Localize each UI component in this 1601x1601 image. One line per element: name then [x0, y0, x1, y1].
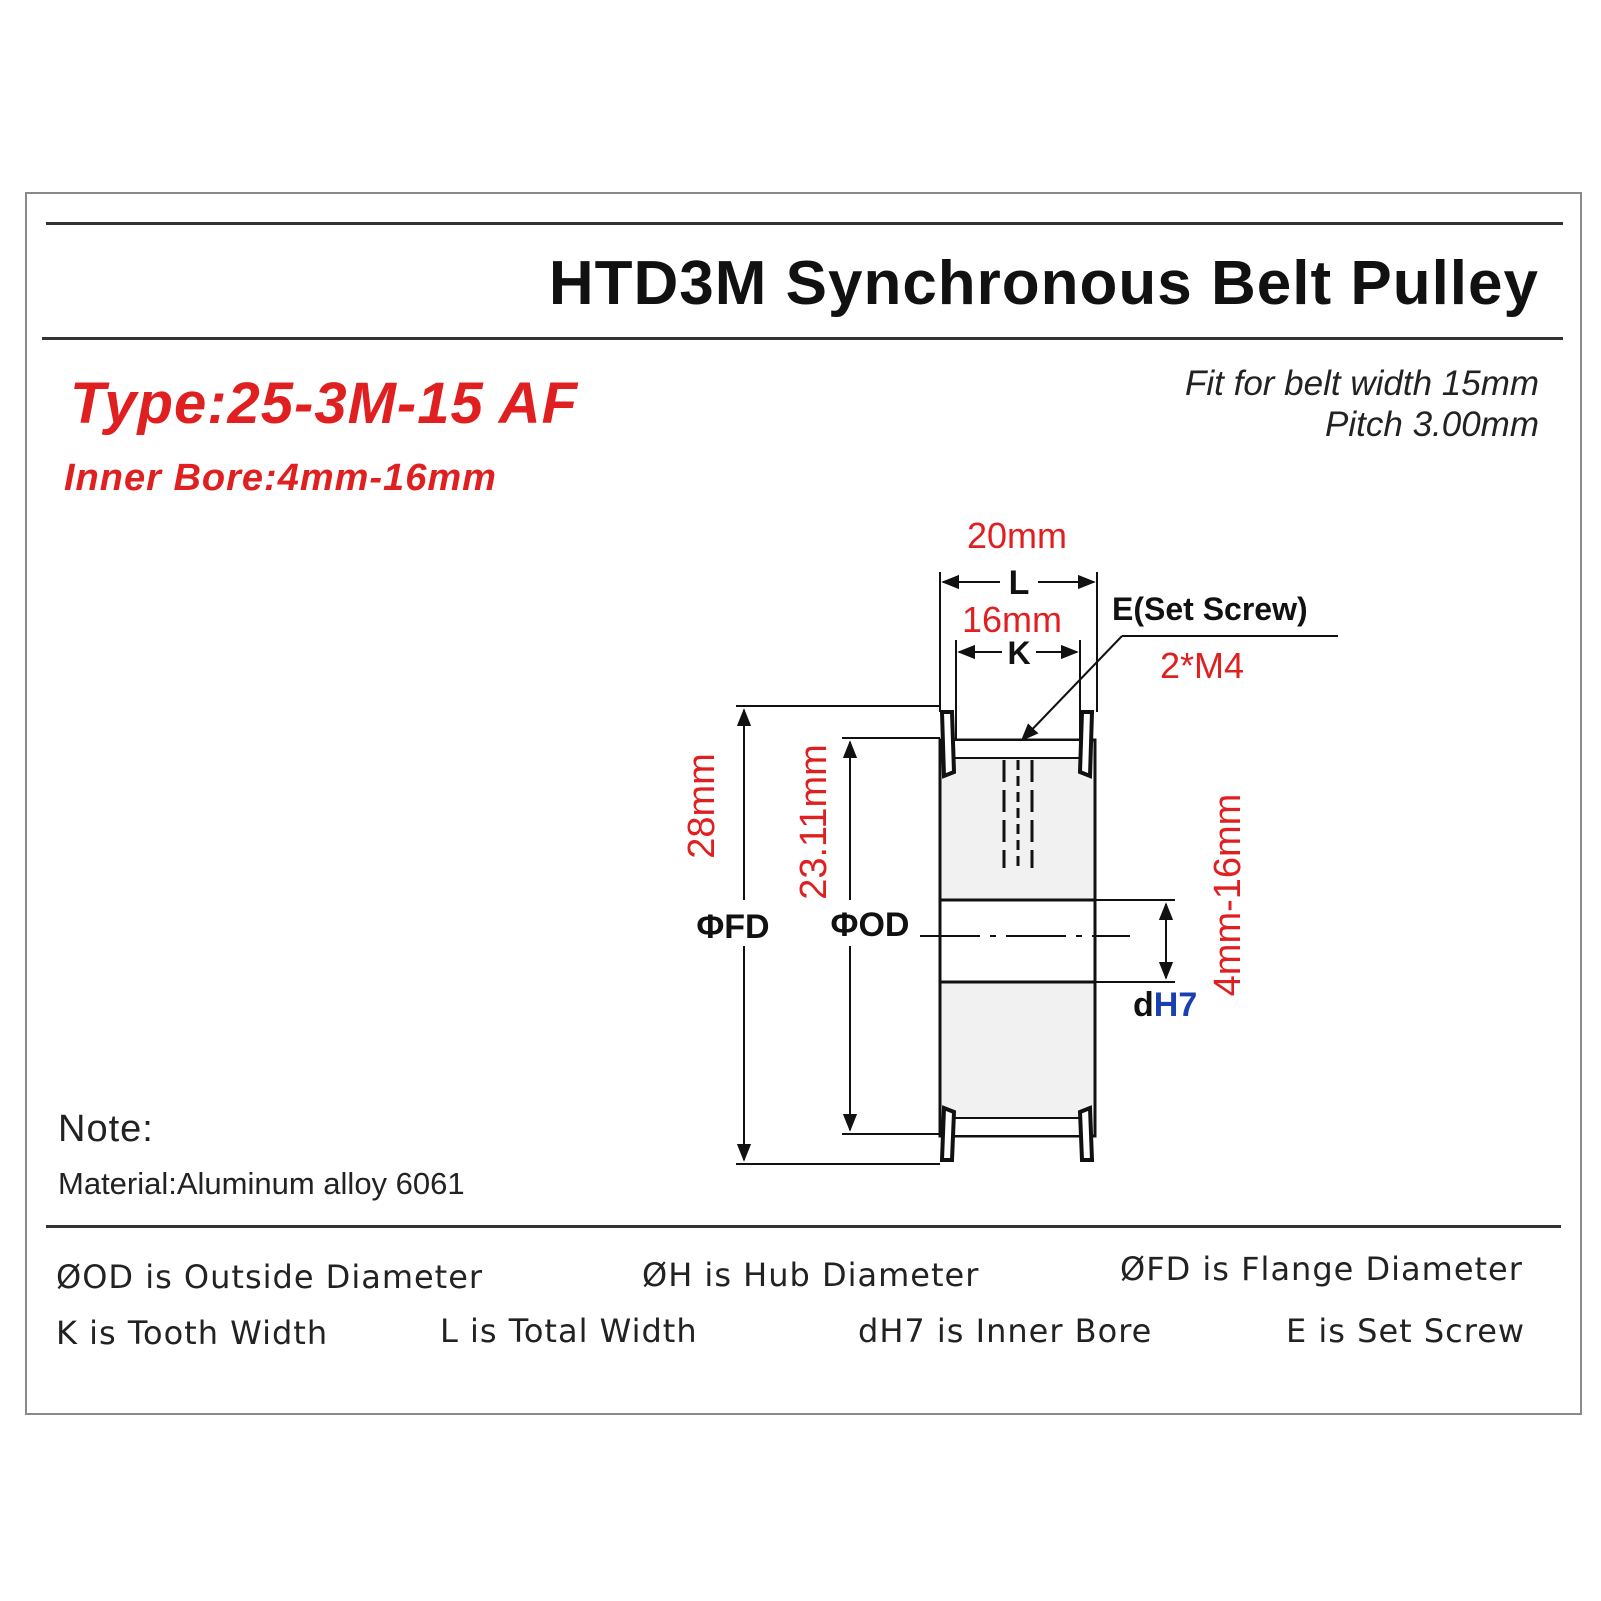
inner-bore-symbol: dH7 [1133, 986, 1197, 1024]
set-screw-leader [1020, 635, 1338, 742]
flange-diameter-value: 28mm [681, 753, 723, 859]
legend-fd: ØFD is Flange Diameter [1120, 1250, 1523, 1288]
set-screw-value: 2*M4 [1160, 645, 1244, 686]
total-width-symbol: L [1009, 564, 1030, 602]
set-screw-label: E(Set Screw) [1112, 591, 1308, 627]
legend-divider-rule [46, 1225, 1561, 1228]
inner-bore-label: Inner Bore:4mm-16mm [64, 457, 497, 499]
type-label: Type:25-3M-15 AF [70, 371, 579, 436]
fit-line: Fit for belt width 15mm [1185, 364, 1539, 403]
pitch-line: Pitch 3.00mm [1325, 405, 1539, 444]
legend-dh7: dH7 is Inner Bore [858, 1312, 1153, 1350]
drawing-frame [25, 192, 1582, 1415]
legend-l: L is Total Width [440, 1312, 698, 1350]
tooth-width-value: 16mm [962, 599, 1062, 640]
total-width-dimension [939, 568, 1098, 712]
inner-bore-value: 4mm-16mm [1207, 794, 1249, 997]
note-material: Material:Aluminum alloy 6061 [58, 1166, 465, 1201]
legend-od: ØOD is Outside Diameter [56, 1258, 484, 1296]
bore-symbol-d: d [1133, 986, 1154, 1024]
bore-symbol-h7: H7 [1154, 986, 1197, 1024]
belt-spec: Fit for belt width 15mm Pitch 3.00mm [1185, 363, 1539, 445]
total-width-value: 20mm [967, 515, 1067, 556]
outside-diameter-dimension [824, 737, 940, 1135]
outside-diameter-value: 23.11mm [793, 744, 835, 900]
tooth-width-dimension [955, 638, 1081, 740]
legend-e: E is Set Screw [1286, 1312, 1526, 1350]
inner-bore-dimension [1095, 899, 1175, 983]
flange-diameter-symbol: ΦFD [696, 908, 769, 946]
title-underline-rule [42, 337, 1563, 340]
set-screw-holes [1002, 760, 1034, 868]
top-rule [46, 222, 1563, 225]
page-title: HTD3M Synchronous Belt Pulley [548, 249, 1539, 318]
legend-k: K is Tooth Width [56, 1314, 329, 1352]
outside-diameter-symbol: ΦOD [831, 906, 910, 944]
legend-h: ØH is Hub Diameter [642, 1256, 980, 1294]
tooth-width-symbol: K [1007, 635, 1030, 671]
pulley-body [920, 710, 1130, 1162]
flange-diameter-dimension [690, 705, 940, 1165]
note-title: Note: [58, 1108, 154, 1150]
